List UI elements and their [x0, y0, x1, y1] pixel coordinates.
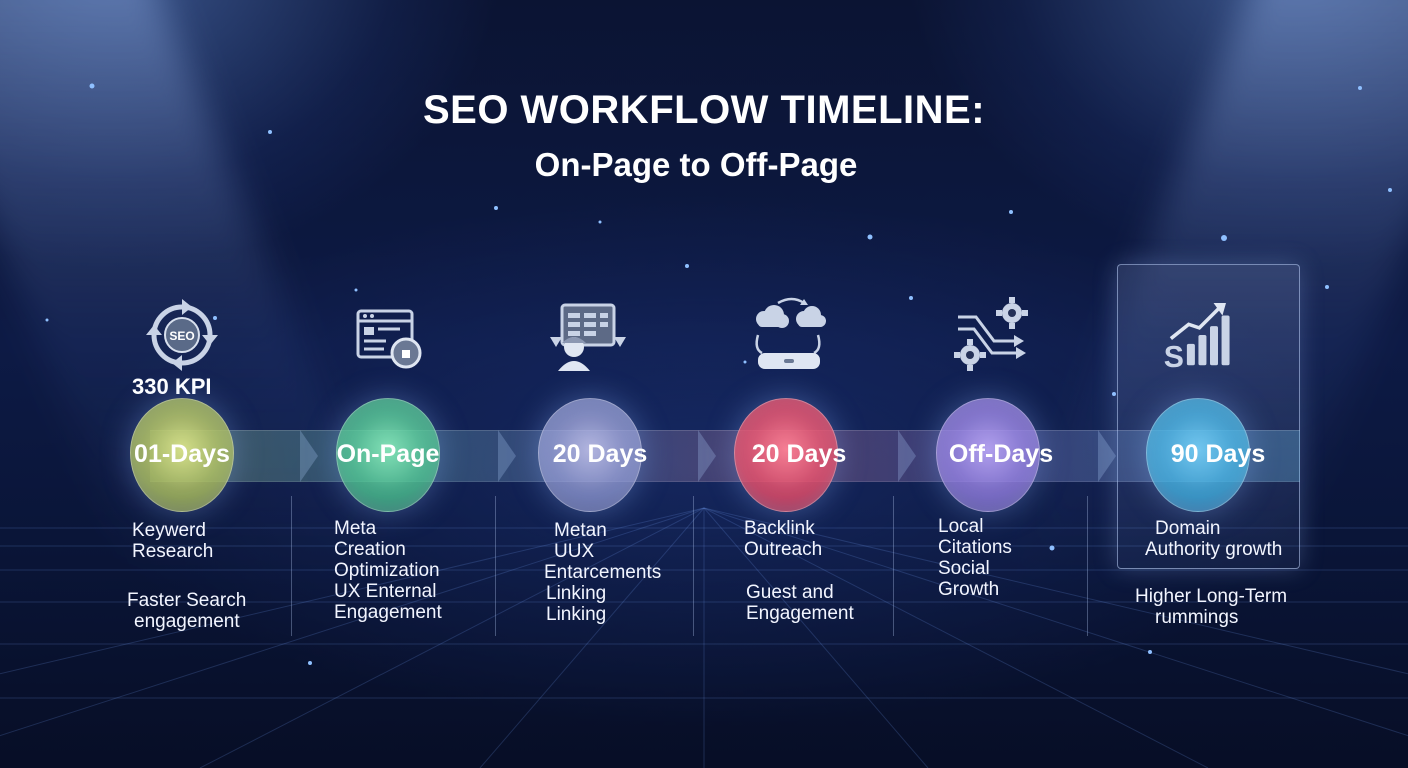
desc-line: Optimization [334, 560, 440, 581]
desc-line: Entarcements [544, 562, 662, 583]
column-divider [693, 496, 694, 636]
column-divider [893, 496, 894, 636]
stage-3-description: Metan UUX Entarcements Linking Linking [544, 520, 661, 625]
desc-line: Keywerd [132, 520, 206, 541]
stage-label-2: On-Page [336, 440, 440, 468]
analyst-screen-icon [550, 303, 626, 371]
column-divider [495, 496, 496, 636]
stage-6-outcome: Higher Long-Term rummings [1135, 586, 1287, 628]
desc-line: Citations [938, 537, 1012, 558]
column-divider [291, 496, 292, 636]
stage-2-description: Meta Creation Optimization UX Enternal E… [334, 518, 442, 623]
desc-line: Domain [1155, 518, 1221, 539]
timeline-node-1 [130, 398, 234, 512]
desc-line: Social [938, 558, 990, 579]
timeline-node-4 [734, 398, 838, 512]
kpi-label: 330 KPI [132, 374, 212, 399]
desc-line: Linking [546, 604, 607, 625]
desc-line: Growth [938, 579, 1000, 600]
stage-label-5: Off-Days [948, 440, 1054, 468]
stage-5-description: Local Citations Social Growth [938, 516, 1012, 600]
stage-6-description: Domain Authority growth [1145, 518, 1282, 560]
desc-line: Meta [334, 518, 377, 539]
column-divider [1087, 496, 1088, 636]
svg-text:S: S [1164, 341, 1184, 374]
gears-arrows-icon [954, 297, 1028, 371]
desc-line: Outreach [744, 539, 823, 560]
desc-line: engagement [134, 611, 240, 632]
page-title: SEO WORKFLOW TIMELINE: [422, 88, 986, 132]
timeline-node-3 [538, 398, 642, 512]
arrow-chevron [300, 430, 318, 482]
stage-4-outcome: Guest and Engagement [746, 582, 854, 624]
timeline-node-6 [1146, 398, 1250, 512]
desc-line: Creation [334, 539, 406, 560]
desc-line: Backlink [744, 518, 815, 539]
cloud-network-icon [755, 297, 826, 369]
desc-line: Guest and [746, 582, 834, 603]
seo-cycle-icon: SEO [146, 299, 218, 371]
desc-line: Authority growth [1145, 539, 1283, 560]
page-subtitle: On-Page to Off-Page [534, 146, 858, 183]
desc-line: Engagement [746, 603, 854, 624]
desc-line: Higher Long-Term [1135, 586, 1288, 607]
desc-line: Local [938, 516, 984, 537]
arrow-chevron [498, 430, 516, 482]
desc-line: Research [132, 541, 214, 562]
svg-text:SEO: SEO [169, 329, 194, 343]
stage-4-description: Backlink Outreach [744, 518, 822, 560]
stage-label-6: 90 Days [1170, 440, 1266, 468]
timeline-band [150, 430, 1300, 482]
desc-line: Linking [546, 583, 607, 604]
stage-1-description: Keywerd Research [132, 520, 213, 562]
arrow-chevron [898, 430, 916, 482]
webpage-settings-icon [356, 309, 422, 369]
timeline-node-5 [936, 398, 1040, 512]
arrow-chevron [1098, 430, 1116, 482]
stage-label-1: 01-Days [134, 440, 230, 468]
desc-line: Faster Search [127, 590, 247, 611]
desc-line: rummings [1155, 607, 1239, 628]
desc-line: UX Enternal [334, 581, 437, 602]
desc-line: Engagement [334, 602, 442, 623]
growth-chart-icon: S [1164, 303, 1230, 374]
stage-1-outcome: Faster Search engagement [127, 590, 246, 632]
stage-label-3: 20 Days [552, 440, 648, 468]
stage-label-4: 20 Days [751, 440, 847, 468]
timeline-node-2 [336, 398, 440, 512]
arrow-chevron [698, 430, 716, 482]
desc-line: UUX [554, 541, 595, 562]
desc-line: Metan [554, 520, 607, 541]
